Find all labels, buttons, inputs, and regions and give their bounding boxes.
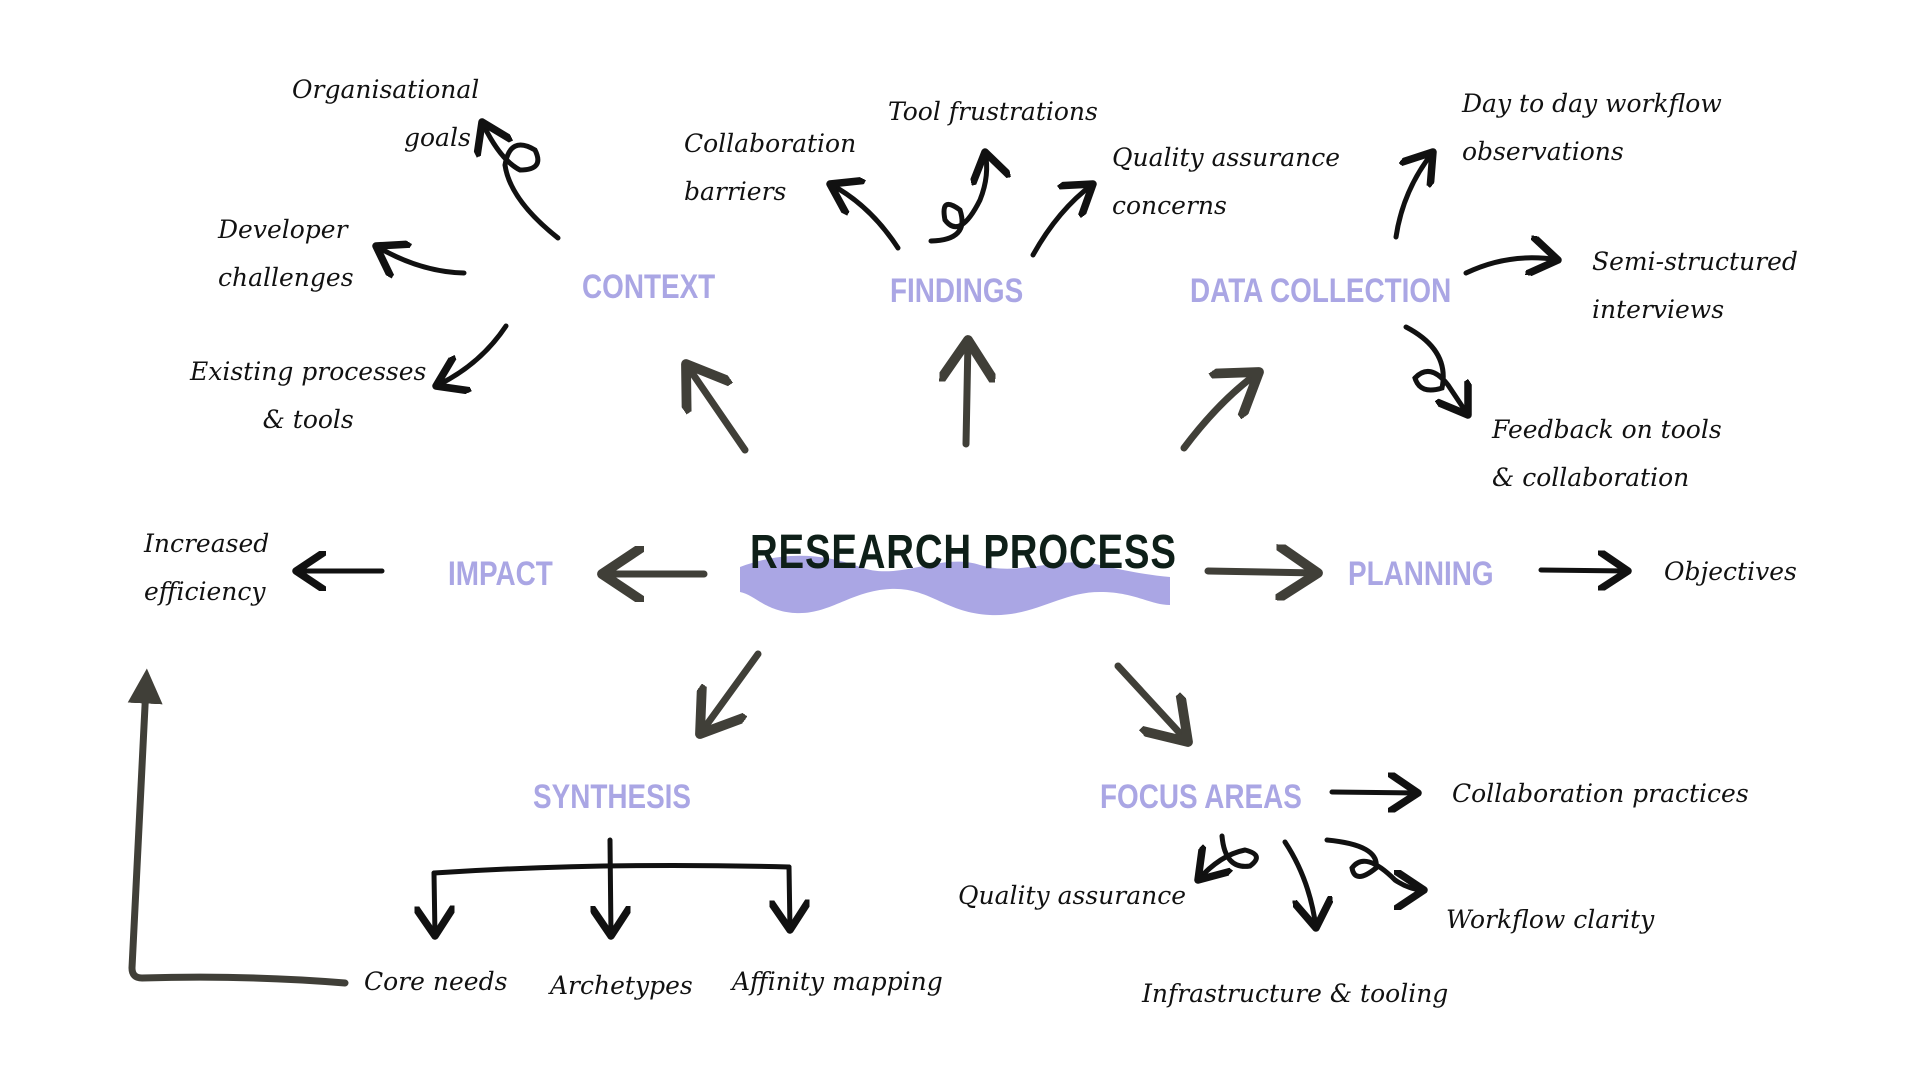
arrow-to-quality-assurance [1198, 833, 1259, 880]
arrow-to-developer-challenges [376, 246, 467, 273]
arrow-to-findings [966, 340, 968, 448]
note-line: observations [1462, 137, 1624, 166]
note-core-needs: Core needs [364, 958, 507, 1006]
note-line: challenges [218, 263, 354, 292]
note-line: Objectives [1664, 557, 1797, 586]
category-planning: PLANNING [1348, 555, 1494, 593]
note-line: Collaboration practices [1452, 779, 1749, 808]
synthesis-right-branch [789, 864, 790, 930]
note-qa-concerns: Quality assurance concerns [1112, 134, 1340, 230]
note-line: interviews [1592, 295, 1725, 324]
arrow-to-qa-concerns [1030, 184, 1093, 258]
note-existing-processes: Existing processes & tools [190, 348, 426, 444]
note-line: Increased [144, 529, 270, 558]
category-findings: FINDINGS [890, 272, 1024, 310]
note-line: concerns [1112, 191, 1227, 220]
note-line: Organisational [292, 75, 480, 104]
note-line: & collaboration [1492, 463, 1690, 492]
note-collaboration-barriers: Collaboration barriers [684, 120, 856, 216]
note-line: Affinity mapping [732, 967, 943, 996]
arrow-to-objectives [1538, 570, 1628, 571]
note-tool-frustrations: Tool frustrations [888, 88, 1098, 136]
note-feedback: Feedback on tools & collaboration [1492, 406, 1722, 502]
note-line: Archetypes [550, 971, 693, 1000]
note-collaboration-practices: Collaboration practices [1452, 770, 1749, 818]
arrow-to-context [686, 364, 749, 454]
synthesis-stem [610, 837, 611, 936]
note-line: Core needs [364, 967, 508, 996]
note-line: Feedback on tools [1492, 415, 1722, 444]
note-objectives: Objectives [1664, 548, 1797, 596]
note-developer-challenges: Developer challenges [218, 206, 354, 302]
arrow-to-planning [1204, 571, 1318, 573]
note-line: Semi-structured [1592, 247, 1798, 276]
note-line: goals [404, 123, 471, 152]
arrow-to-existing-processes [436, 323, 509, 386]
note-line: Quality assurance [958, 881, 1187, 910]
note-infrastructure-tooling: Infrastructure & tooling [1142, 970, 1448, 1018]
arrow-to-infrastructure [1282, 839, 1316, 928]
note-line: Quality assurance [1112, 143, 1341, 172]
title-text: RESEARCH PROCESS [750, 526, 1177, 579]
arrow-to-organisational-goals [482, 122, 561, 241]
note-workflow-clarity: Workflow clarity [1446, 896, 1654, 944]
category-impact: IMPACT [448, 555, 553, 593]
note-archetypes: Archetypes [550, 962, 693, 1010]
arrow-to-interviews [1463, 258, 1558, 273]
note-line: Infrastructure & tooling [1142, 979, 1449, 1008]
note-increased-efficiency: Increased efficiency [144, 520, 269, 616]
note-line: efficiency [144, 577, 266, 606]
central-title: RESEARCH PROCESS [740, 525, 1176, 616]
arrow-to-workflow-clarity [1324, 837, 1424, 890]
note-interviews: Semi-structured interviews [1592, 238, 1798, 334]
note-organisational-goals: Organisational goals [292, 66, 479, 162]
note-line: barriers [684, 177, 787, 206]
arrow-to-focus-areas [1114, 662, 1188, 742]
arrow-to-collaboration-practices [1329, 792, 1418, 793]
note-line: Day to day workflow [1462, 89, 1722, 118]
arrow-to-data-collection [1180, 372, 1259, 452]
arrow-to-synthesis [700, 650, 762, 734]
category-context: CONTEXT [582, 268, 716, 306]
category-data-collection: DATA COLLECTION [1190, 272, 1452, 310]
synthesis-left-branch [434, 870, 435, 936]
arrow-to-workflow-observations [1393, 152, 1433, 240]
feedback-loop-line [127, 668, 349, 987]
category-focus-areas: FOCUS AREAS [1100, 778, 1302, 816]
note-line: Existing processes [190, 357, 427, 386]
note-line: Developer [218, 215, 348, 244]
note-quality-assurance: Quality assurance [958, 872, 1186, 920]
note-workflow-observations: Day to day workflow observations [1462, 80, 1722, 176]
category-synthesis: SYNTHESIS [533, 778, 692, 816]
title-wave-band [740, 555, 1170, 616]
note-line: Tool frustrations [888, 97, 1098, 126]
note-affinity-mapping: Affinity mapping [732, 958, 943, 1006]
arrow-to-feedback [1403, 324, 1468, 415]
note-line: Workflow clarity [1446, 905, 1655, 934]
arrow-to-tool-frustrations [928, 152, 987, 244]
note-line: Collaboration [684, 129, 857, 158]
synthesis-bracket [431, 862, 792, 876]
note-line: & tools [262, 405, 354, 434]
